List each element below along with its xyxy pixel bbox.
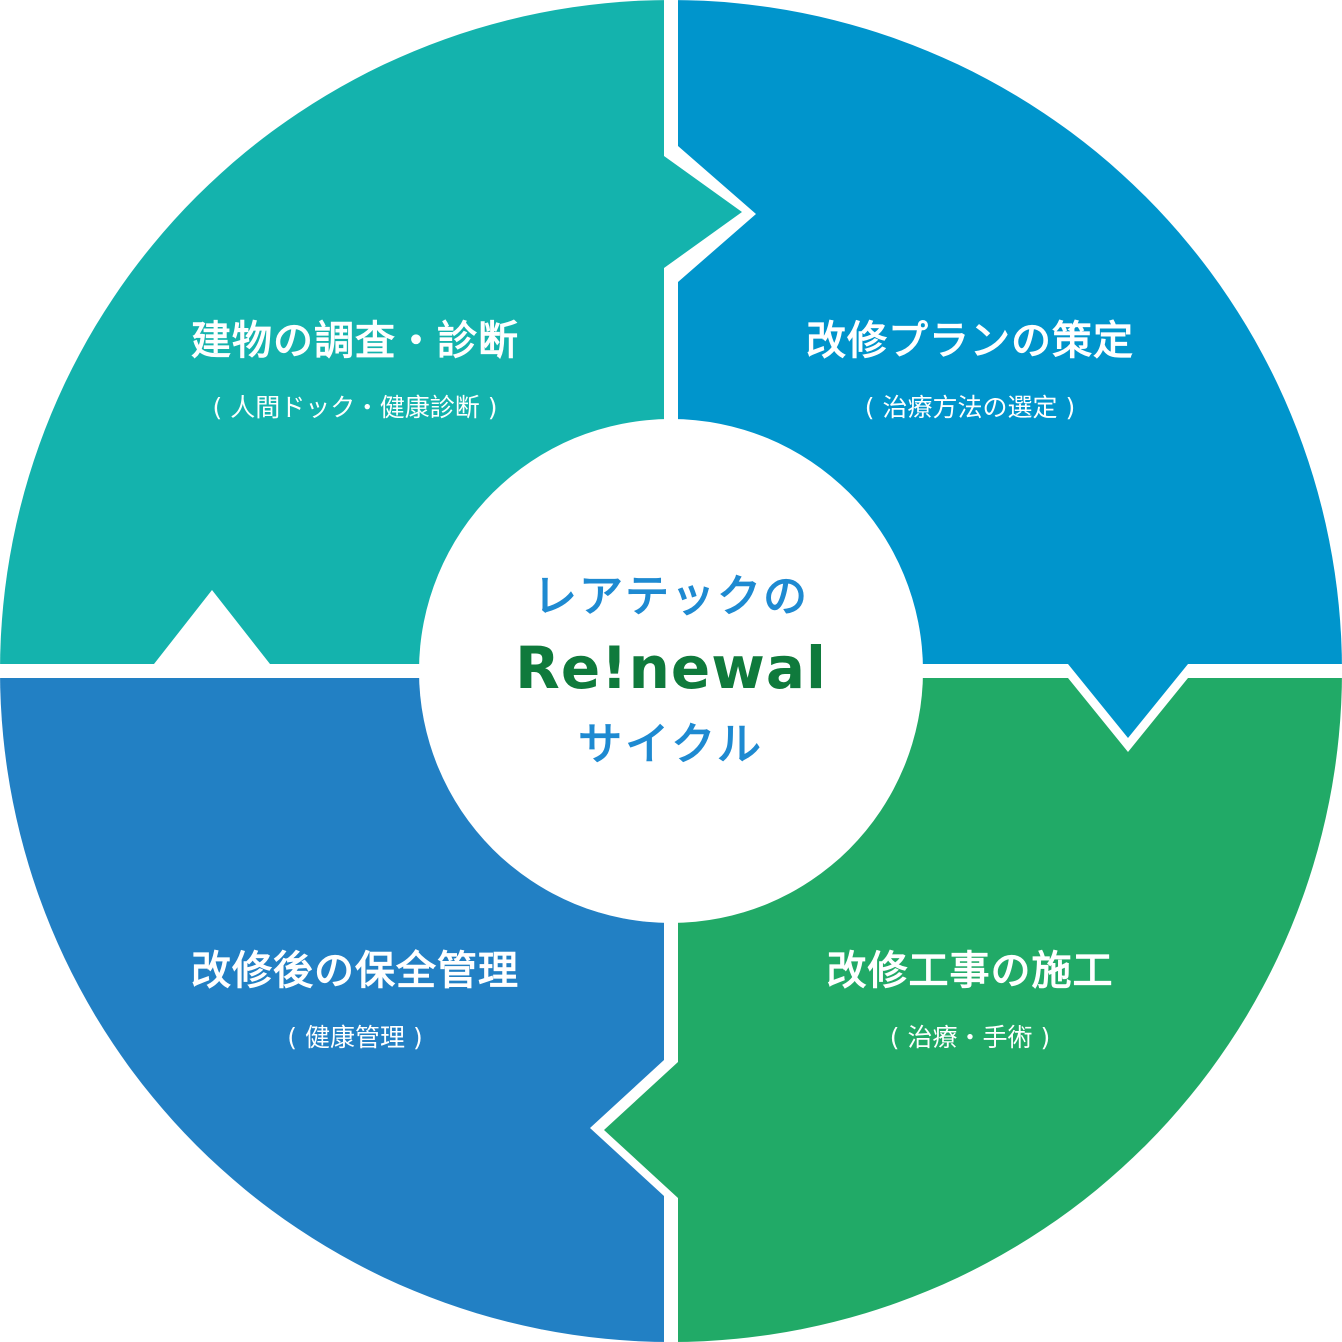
center-caption: サイクル <box>578 719 764 770</box>
stage-subtitle: ( 治療方法の選定 ) <box>864 393 1076 422</box>
stage-subtitle: ( 健康管理 ) <box>287 1023 423 1052</box>
center-circle <box>419 419 923 923</box>
stage-title: 改修工事の施工 <box>826 948 1114 994</box>
stage-title: 改修後の保全管理 <box>191 948 519 994</box>
stage-title: 建物の調査・診断 <box>191 318 519 364</box>
stage-label-construction: 改修工事の施工 ( 治療・手術 ) <box>827 938 1114 1054</box>
stage-label-planning: 改修プランの策定 ( 治療方法の選定 ) <box>806 308 1134 424</box>
stage-subtitle: ( 治療・手術 ) <box>889 1023 1051 1052</box>
stage-label-maintenance: 改修後の保全管理 ( 健康管理 ) <box>191 938 519 1054</box>
stage-label-survey: 建物の調査・診断 ( 人間ドック・健康診断 ) <box>191 308 519 424</box>
center-label: レアテックの Re!newal サイクル <box>515 560 827 772</box>
renewal-logo-text: Re!newal <box>515 634 827 702</box>
stage-subtitle: ( 人間ドック・健康診断 ) <box>212 393 498 422</box>
stage-title: 改修プランの策定 <box>806 318 1134 364</box>
center-heading: レアテックの <box>533 571 809 622</box>
